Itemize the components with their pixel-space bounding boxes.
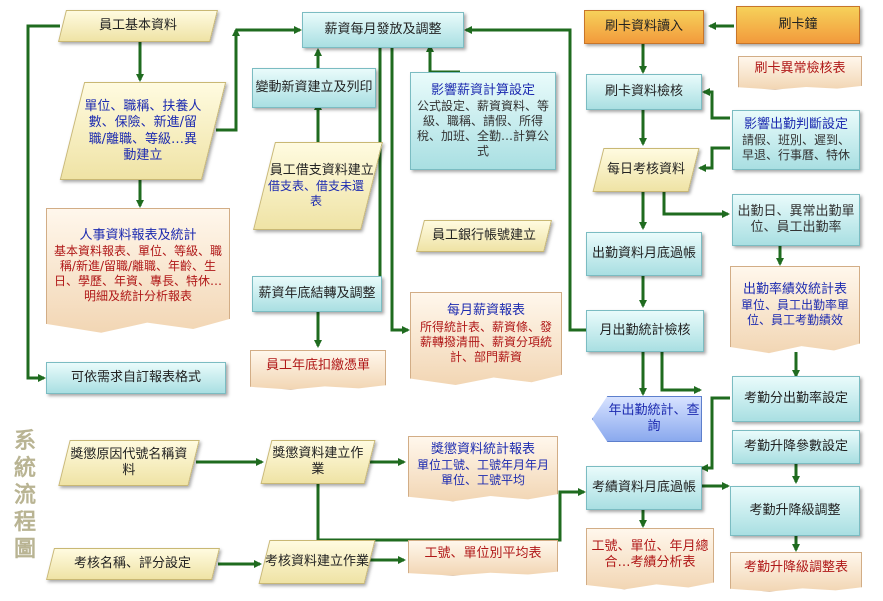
connector — [426, 44, 460, 74]
daily-review: 每日考核資料 — [592, 148, 700, 192]
node-title: 考勤升降參數設定 — [743, 438, 848, 454]
node-title: 薪資每月發放及調整 — [324, 21, 442, 37]
node-title: 獎懲資料統計報表 — [430, 441, 535, 457]
year-att-query: 年出勤統計、查詢 — [592, 396, 702, 442]
reward-reason: 獎懲原因代號名稱資料 — [58, 440, 200, 486]
perf-post: 考績資料月底過帳 — [586, 466, 702, 510]
node-body: 公式設定、薪資資料、等級、職稱、請假、所得稅、加班、全勤…計算公式 — [417, 99, 550, 159]
connector — [702, 88, 730, 120]
node-title: 月出勤統計檢核 — [599, 322, 691, 338]
att-setting: 影響出勤判斷設定 請假、班別、遲到、早退、行事曆、特休 — [732, 110, 860, 170]
hr-report: 人事資料報表及統計 基本資料報表、單位、等級、職稱/新進/留職/離職、年齡、生日… — [46, 208, 230, 333]
card-abnormal: 刷卡異常檢核表 — [738, 56, 862, 90]
card-check: 刷卡資料檢核 — [586, 74, 702, 110]
node-title: 刷卡鐘 — [778, 16, 818, 32]
node-title: 可依需求自訂報表格式 — [70, 369, 201, 385]
connector — [700, 396, 730, 472]
node-title: 人事資料報表及統計 — [79, 227, 197, 243]
month-att-check: 月出勤統計檢核 — [586, 310, 704, 352]
custom-report: 可依需求自訂報表格式 — [46, 362, 226, 394]
node-title: 考核名稱、評分設定 — [74, 555, 192, 571]
node-body: 基本資料報表、單位、等級、職稱/新進/留職/離職、年齡、生日、學歷、年資、專長、… — [53, 244, 222, 304]
reward-data: 獎懲資料建立作業 — [260, 440, 376, 484]
salary-change: 變動新資建立及列印 — [252, 68, 376, 108]
review-avg: 工號、單位別平均表 — [408, 540, 558, 576]
node-title: 出勤資料月底過帳 — [591, 245, 696, 261]
review-rate-setting: 考勤分出勤率設定 — [732, 376, 860, 422]
connector — [662, 192, 730, 218]
connector — [464, 26, 586, 332]
node-title: 每日考核資料 — [606, 161, 685, 177]
att-day: 出勤日、異常出勤單位、員工出勤率 — [732, 194, 860, 246]
node-title: 員工銀行帳號建立 — [431, 227, 536, 243]
node-title: 薪資年底結轉及調整 — [258, 285, 376, 301]
emp-basic-data: 員工基本資料 — [58, 10, 218, 42]
connector — [26, 24, 60, 382]
node-title: 工號、單位別平均表 — [424, 545, 542, 561]
node-title: 考績資料月底過帳 — [591, 479, 696, 495]
node-body: 單位工號、工號年月年月單位、工號平均 — [416, 458, 549, 488]
node-body: 所得統計表、薪資條、發薪轉撥清冊、薪資分項統計、部門薪資 — [419, 319, 552, 364]
node-title: 刷卡資料讀入 — [604, 18, 683, 34]
connector — [660, 348, 702, 394]
connector — [216, 28, 240, 132]
att-rate-report: 出勤率績效統計表 單位、員工出勤率單位、員工考勤績效 — [730, 266, 860, 354]
emp-loan: 員工借支資料建立 借支表、借支未還表 — [253, 142, 383, 230]
connector — [698, 146, 730, 172]
salary-monthly: 薪資每月發放及調整 — [302, 12, 464, 48]
connector — [390, 44, 410, 334]
review-name: 考核名稱、評分設定 — [46, 548, 220, 580]
node-title: 年出勤統計、查詢 — [608, 402, 700, 434]
node-title: 刷卡資料檢核 — [604, 83, 683, 99]
year-end-tax: 員工年底扣繳憑單 — [250, 350, 386, 390]
node-body: 出勤日、異常出勤單位、員工出勤率 — [737, 203, 855, 235]
node-title: 員工基本資料 — [98, 17, 177, 33]
att-month-post: 出勤資料月底過帳 — [586, 232, 702, 276]
card-read: 刷卡資料讀入 — [584, 10, 704, 44]
node-title: 獎懲資料建立作業 — [272, 445, 364, 477]
reward-report: 獎懲資料統計報表 單位工號、工號年月年月單位、工號平均 — [408, 436, 558, 502]
salary-calc-setting: 影響薪資計算設定 公式設定、薪資資料、等級、職稱、請假、所得稅、加班、全勤…計算… — [410, 72, 556, 170]
node-title: 刷卡異常檢核表 — [754, 60, 846, 76]
salary-year-end: 薪資年底結轉及調整 — [252, 276, 382, 312]
card-clock: 刷卡鐘 — [736, 6, 860, 44]
side-title: 系統流程圖 — [13, 429, 36, 562]
node-title: 影響出勤判斷設定 — [743, 116, 848, 132]
node-title: 獎懲原因代號名稱資料 — [70, 446, 188, 478]
perf-report: 工號、單位、年月總合…考績分析表 — [586, 528, 714, 590]
promotion-adjust: 考勤升降級調整 — [730, 486, 860, 536]
node-body: 借支表、借支未還表 — [267, 179, 364, 209]
node-body: 單位、職稱、扶養人數、保險、新進/留職/離職、等級…異動建立 — [84, 98, 202, 163]
node-title: 員工年底扣繳憑單 — [265, 357, 370, 373]
node-title: 考勤分出勤率設定 — [743, 390, 848, 406]
unit-detail: 單位、職稱、扶養人數、保險、新進/留職/離職、等級…異動建立 — [59, 82, 227, 180]
node-title: 考勤升降級調整表 — [743, 559, 848, 575]
node-title: 每月薪資報表 — [446, 303, 525, 319]
monthly-salary-report: 每月薪資報表 所得統計表、薪資條、發薪轉撥清冊、薪資分項統計、部門薪資 — [410, 292, 562, 386]
node-title: 員工借支資料建立 — [269, 162, 374, 178]
review-data: 考核資料建立作業 — [258, 540, 376, 584]
node-title: 考勤升降級調整 — [749, 502, 841, 518]
node-body: 工號、單位、年月總合…考績分析表 — [591, 538, 709, 570]
promotion-param: 考勤升降參數設定 — [732, 430, 860, 464]
bank-account: 員工銀行帳號建立 — [416, 220, 552, 252]
node-title: 考核資料建立作業 — [265, 553, 370, 569]
node-title: 變動新資建立及列印 — [255, 79, 373, 95]
node-body: 單位、員工出勤率單位、員工考勤績效 — [740, 298, 849, 328]
node-body: 請假、班別、遲到、早退、行事曆、特休 — [741, 133, 850, 163]
node-title: 出勤率績效統計表 — [742, 281, 847, 297]
promotion-table: 考勤升降級調整表 — [730, 552, 862, 592]
node-title: 影響薪資計算設定 — [430, 82, 535, 98]
